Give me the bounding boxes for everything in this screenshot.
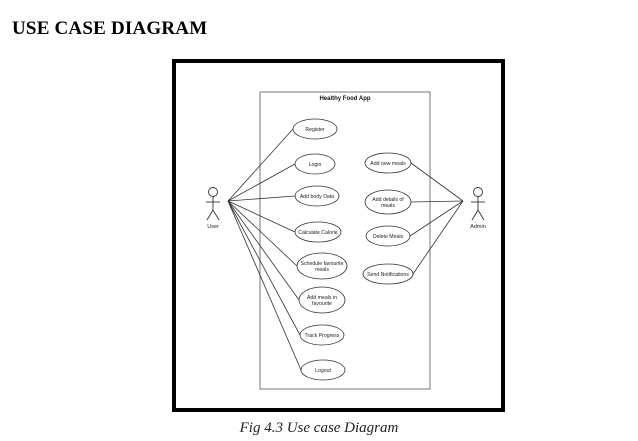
user-association-line — [227, 200, 302, 371]
system-title: Healthy Food App — [319, 96, 370, 102]
use-case-user-2-ellipse — [294, 153, 336, 175]
use-case-admin-4-ellipse — [362, 263, 414, 285]
use-case-user-4-ellipse — [294, 221, 342, 243]
use-case-user-3: Add body Data — [294, 185, 340, 207]
use-case-admin-2-label: Add details of — [372, 197, 404, 203]
use-case-admin-4: Send Notifications — [362, 263, 414, 285]
figure-caption: Fig 4.3 Use case Diagram — [239, 420, 399, 436]
use-case-user-7-ellipse — [299, 324, 345, 346]
use-case-user-6-ellipse — [298, 286, 346, 314]
use-case-admin-1-ellipse — [364, 152, 412, 174]
use-case-admin-3-label: Delete Meals — [373, 234, 404, 240]
use-case-user-5-label: meals — [315, 267, 329, 273]
admin-association-line — [412, 200, 464, 275]
use-case-admin-4-label: Send Notifications — [367, 272, 409, 278]
use-case-user-1: Register — [292, 118, 338, 140]
use-case-user-3-label: Add body Data — [300, 194, 334, 200]
user-association-line — [227, 200, 296, 233]
user-association-line — [227, 200, 301, 336]
use-case-admin-2-ellipse — [364, 189, 412, 215]
use-case-user-7: Track Progress — [299, 324, 345, 346]
use-case-user-6-label: favourite — [312, 301, 332, 307]
system-boundary — [259, 91, 431, 390]
user-association-line — [227, 195, 296, 202]
use-case-user-8-label: Logout — [315, 368, 331, 374]
admin-association-line — [410, 162, 464, 202]
use-case-diagram: Healthy Food App User Admin RegisterLogi… — [206, 91, 486, 390]
use-case-user-3-ellipse — [294, 185, 340, 207]
user-association-line — [227, 128, 294, 202]
use-case-user-1-label: Register — [305, 127, 325, 133]
user-association-line — [227, 200, 300, 301]
admin-actor — [471, 187, 485, 221]
admin-association-line — [410, 200, 464, 203]
use-case-user-4: Calculate Calorie — [294, 221, 342, 243]
use-case-user-7-label: Track Progress — [305, 333, 340, 339]
user-association-line — [227, 200, 298, 267]
use-case-user-8: Logout — [300, 359, 346, 381]
user-actor — [206, 187, 220, 221]
use-case-user-6-label: Add meals in — [307, 295, 337, 301]
use-case-admin-3-ellipse — [365, 225, 411, 247]
user-association-line — [227, 163, 296, 202]
admin-association-line — [409, 200, 464, 237]
use-case-user-5-label: Schedule favourite — [301, 261, 344, 267]
use-case-user-8-ellipse — [300, 359, 346, 381]
use-case-admin-1: Add new meals — [364, 152, 412, 174]
page-heading: USE CASE DIAGRAM — [12, 18, 208, 39]
use-case-admin-2-label: meals — [381, 203, 395, 209]
use-case-admin-3: Delete Meals — [365, 225, 411, 247]
use-case-user-1-ellipse — [292, 118, 338, 140]
use-case-user-2: Login — [294, 153, 336, 175]
admin-actor-label: Admin — [470, 224, 486, 230]
use-case-admin-1-label: Add new meals — [370, 161, 406, 167]
use-case-user-5-ellipse — [296, 252, 348, 280]
use-case-user-2-label: Login — [309, 162, 322, 168]
user-actor-label: User — [207, 224, 219, 230]
use-case-user-4-label: Calculate Calorie — [298, 230, 338, 236]
